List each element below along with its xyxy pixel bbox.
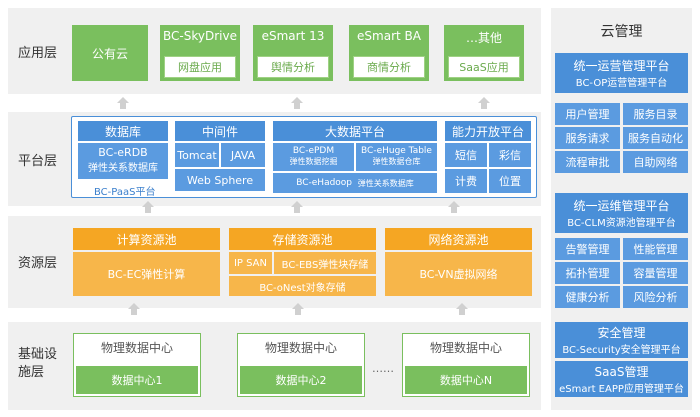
app-other-sub: SaaS应用 — [448, 56, 520, 78]
clm-platform-title: 统一运维管理平台 — [573, 199, 670, 213]
datacenter-1-title: 物理数据中心 — [100, 340, 173, 355]
platform-layer-label: 平台层 — [18, 154, 58, 169]
security-management-title: 安全管理 — [597, 326, 646, 340]
op-item[interactable]: 自助网络 — [623, 151, 688, 173]
compute-pool-title[interactable]: 计算资源池 — [73, 228, 220, 250]
bigdata-ehuge-name: BC-eHuge Table — [361, 146, 432, 156]
clm-platform-sub: BC-CLM资源池管理平台 — [567, 218, 676, 229]
database-erdb-desc: 弹性关系数据库 — [88, 163, 158, 174]
bigdata-epdm-desc: 弹性数据挖掘 — [289, 157, 338, 166]
saas-management[interactable]: SaaS管理 eSmart EAPP应用管理平台 — [555, 361, 688, 397]
database-erdb-name: BC-eRDB — [98, 146, 148, 159]
paas-label: BC-PaaS平台 — [94, 187, 156, 198]
capability-mms[interactable]: 彩信 — [489, 143, 531, 167]
middleware-java[interactable]: JAVA — [221, 143, 265, 167]
app-esmart13-sub: 舆情分析 — [257, 56, 329, 78]
capability-title[interactable]: 能力开放平台 — [445, 121, 531, 141]
security-management[interactable]: 安全管理 BC-Security安全管理平台 — [555, 322, 688, 358]
op-item[interactable]: 流程审批 — [555, 151, 620, 173]
application-layer-label: 应用层 — [18, 46, 58, 61]
op-item[interactable]: 服务目录 — [623, 103, 688, 125]
middleware-title[interactable]: 中间件 — [175, 121, 265, 141]
app-public-cloud-title: 公有云 — [91, 46, 128, 61]
storage-ebs[interactable]: BC-EBS弹性块存储 — [274, 252, 376, 274]
storage-onest[interactable]: BC-oNest对象存储 — [229, 276, 376, 296]
op-item[interactable]: 服务自动化 — [623, 127, 688, 149]
datacenter-2-title: 物理数据中心 — [264, 340, 337, 355]
bigdata-ehadoop-name: BC-eHadoop — [296, 178, 353, 188]
cloud-management-title: 云管理 — [600, 24, 643, 40]
middleware-tomcat[interactable]: Tomcat — [175, 143, 219, 167]
app-skydrive-sub: 网盘应用 — [164, 56, 236, 78]
saas-management-title: SaaS管理 — [594, 365, 649, 379]
app-esmartba-title: eSmart BA — [357, 29, 421, 43]
storage-pool-title[interactable]: 存储资源池 — [229, 228, 376, 250]
resource-layer-label: 资源层 — [18, 256, 58, 271]
network-pool-title[interactable]: 网络资源池 — [385, 228, 532, 250]
infrastructure-layer-label: 基础设施层 — [18, 347, 58, 380]
ellipsis: …… — [372, 362, 394, 375]
app-public-cloud[interactable]: 公有云 — [72, 25, 148, 81]
bigdata-ehuge-desc: 弹性数据仓库 — [372, 157, 421, 166]
datacenter-n-label: 数据中心N — [405, 366, 527, 394]
clm-item[interactable]: 拓扑管理 — [555, 262, 620, 284]
bigdata-title[interactable]: 大数据平台 — [273, 121, 437, 141]
op-platform-sub: BC-OP运营管理平台 — [575, 78, 668, 89]
storage-ipsan[interactable]: IP SAN — [229, 252, 272, 274]
op-item[interactable]: 用户管理 — [555, 103, 620, 125]
compute-pool-ec[interactable]: BC-EC弹性计算 — [73, 252, 220, 296]
op-platform-title: 统一运营管理平台 — [573, 59, 670, 73]
op-item[interactable]: 服务请求 — [555, 127, 620, 149]
clm-item[interactable]: 告警管理 — [555, 238, 620, 260]
datacenter-2-label: 数据中心2 — [240, 366, 362, 394]
bigdata-epdm[interactable]: BC-ePDM 弹性数据挖掘 — [273, 143, 354, 171]
bigdata-ehuge[interactable]: BC-eHuge Table 弹性数据仓库 — [356, 143, 437, 171]
security-management-sub: BC-Security安全管理平台 — [562, 345, 681, 356]
network-pool-vn[interactable]: BC-VN虚拟网络 — [385, 252, 532, 296]
app-esmartba-sub: 商情分析 — [353, 56, 425, 78]
app-other-title: …其他 — [465, 31, 502, 45]
app-skydrive-title: BC-SkyDrive — [163, 29, 237, 43]
datacenter-1-label: 数据中心1 — [76, 366, 198, 394]
database-title[interactable]: 数据库 — [78, 121, 168, 141]
bigdata-epdm-name: BC-ePDM — [292, 146, 335, 156]
bigdata-ehadoop[interactable]: BC-eHadoop 弹性关系数据库 — [273, 173, 437, 193]
capability-billing[interactable]: 计费 — [445, 169, 487, 193]
clm-item[interactable]: 风险分析 — [623, 286, 688, 308]
clm-platform[interactable]: 统一运维管理平台 BC-CLM资源池管理平台 — [555, 193, 688, 233]
bigdata-ehadoop-desc: 弹性关系数据库 — [357, 178, 414, 188]
capability-location[interactable]: 位置 — [489, 169, 531, 193]
clm-item[interactable]: 容量管理 — [623, 262, 688, 284]
op-platform[interactable]: 统一运营管理平台 BC-OP运营管理平台 — [555, 53, 688, 93]
datacenter-n-title: 物理数据中心 — [429, 340, 502, 355]
middleware-websphere[interactable]: Web Sphere — [175, 169, 265, 191]
clm-item[interactable]: 健康分析 — [555, 286, 620, 308]
clm-item[interactable]: 性能管理 — [623, 238, 688, 260]
saas-management-sub: eSmart EAPP应用管理平台 — [559, 384, 684, 395]
capability-sms[interactable]: 短信 — [445, 143, 487, 167]
app-esmart13-title: eSmart 13 — [261, 29, 325, 43]
database-erdb[interactable]: BC-eRDB 弹性关系数据库 — [78, 143, 168, 179]
